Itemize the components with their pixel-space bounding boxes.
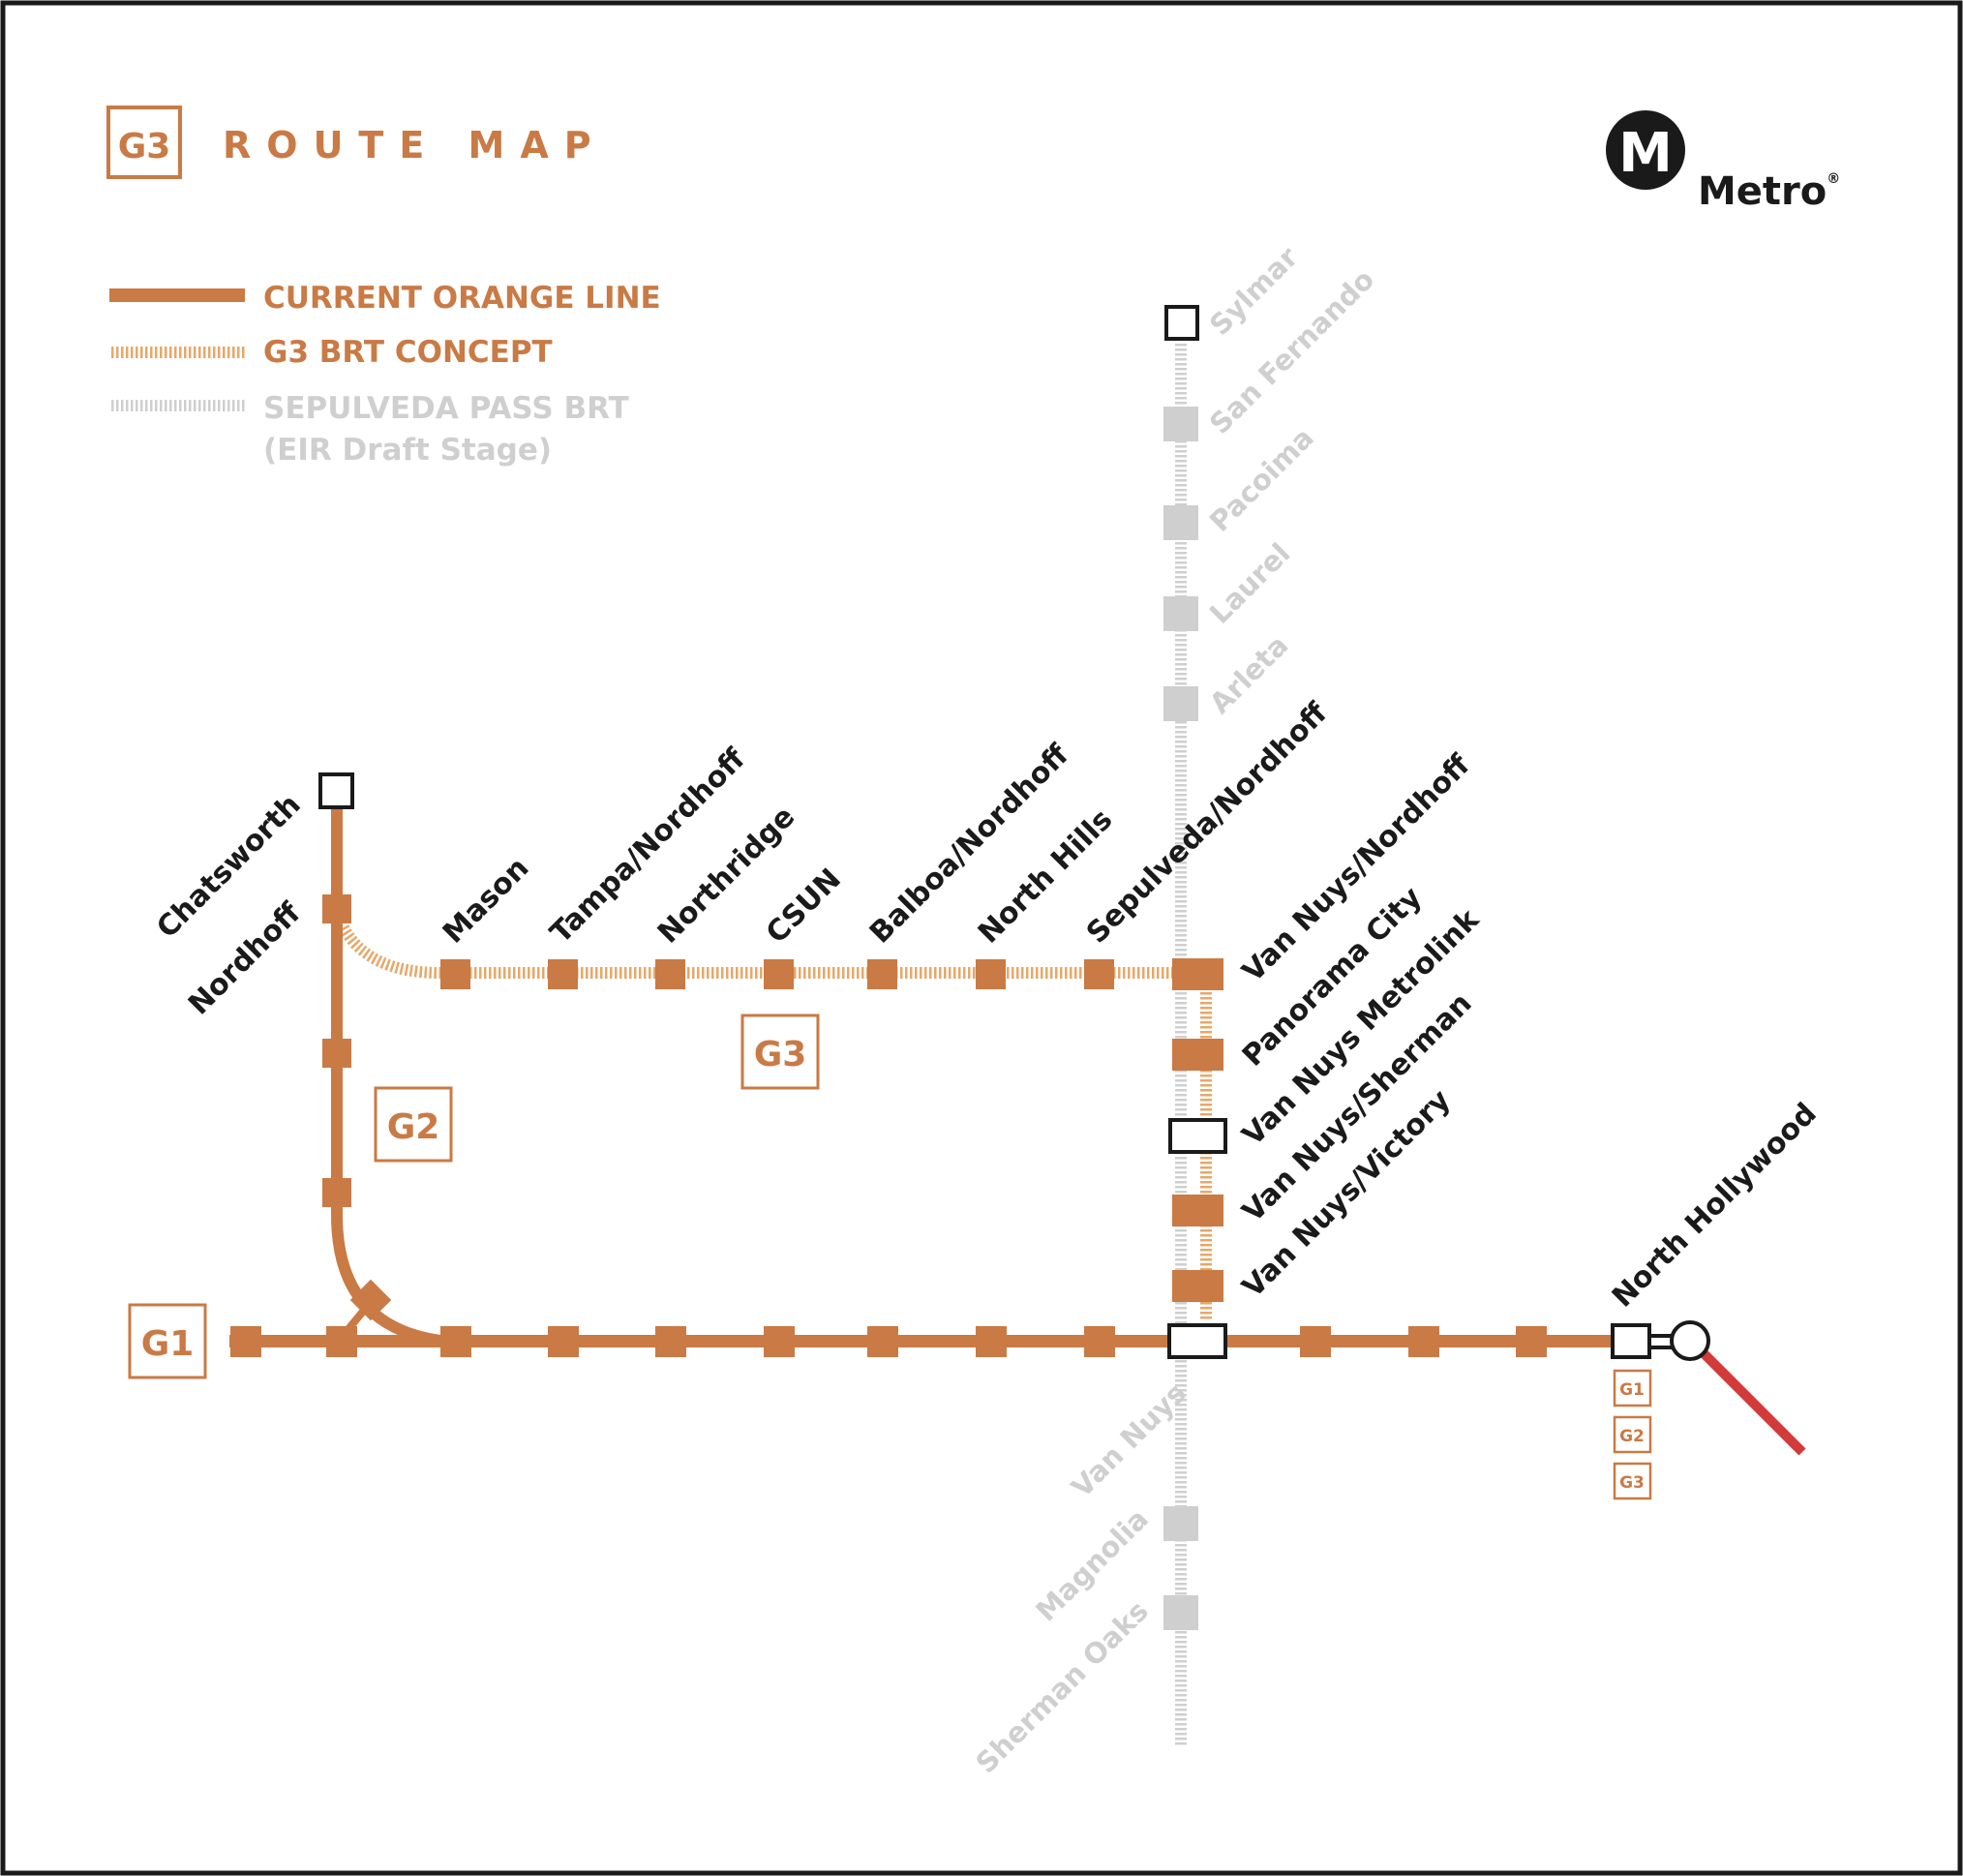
g1-badge-box	[128, 1303, 207, 1379]
g3-curve	[338, 923, 441, 979]
legend-sepulveda-swatch	[109, 400, 245, 411]
station-label-san-fernando: San Fernando	[1203, 263, 1380, 440]
terminal-badge-g2: G2	[1619, 1427, 1645, 1446]
station-marker-northridge	[655, 959, 685, 989]
legend-sepulveda-sublabel: (EIR Draft Stage)	[263, 433, 552, 468]
station-marker	[230, 1326, 261, 1357]
station-marker-nordhoff	[322, 894, 351, 923]
terminal-badge-g1-box	[1613, 1369, 1652, 1407]
station-label-mason: Mason	[437, 851, 535, 950]
g2-badge-box	[374, 1086, 453, 1163]
station-label-laurel: Laurel	[1203, 536, 1297, 630]
station-label-tampa-nordhoff: Tampa/Nordhoff	[544, 741, 752, 950]
station-marker	[764, 1326, 795, 1357]
station-marker	[1408, 1326, 1439, 1357]
terminal-badge-g3: G3	[1619, 1473, 1645, 1493]
station-marker	[349, 1279, 392, 1321]
station-label-arleta: Arleta	[1203, 628, 1295, 720]
station-marker-arleta	[1163, 686, 1198, 721]
page-title: ROUTE MAP	[223, 124, 607, 166]
legend-concept-label: G3 BRT CONCEPT	[263, 335, 553, 370]
transfer-circle	[1670, 1320, 1710, 1361]
station-label-north-hollywood: North Hollywood	[1606, 1097, 1824, 1315]
metro-logo-letter: M	[1618, 122, 1673, 185]
station-marker-sepulveda-nordhoff	[1084, 959, 1114, 989]
station-labels: Chatsworth Nordhoff Mason Tampa/Nordhoff…	[150, 696, 1823, 1315]
sepulveda-line-south	[1175, 1358, 1187, 1745]
g2-line	[331, 794, 441, 1346]
station-marker-van-nuys-metrolink	[1168, 1118, 1227, 1154]
g3-stations	[440, 958, 1227, 1302]
header-badge: G3	[118, 127, 171, 166]
g2-track	[331, 794, 441, 1346]
station-marker	[976, 1326, 1007, 1357]
station-marker-north-hills	[976, 959, 1006, 989]
station-marker-van-nuys-nordhoff	[1172, 958, 1223, 990]
g2-badge: G2	[387, 1107, 440, 1147]
station-marker-van-nuys	[1167, 1323, 1227, 1359]
station-marker-csun	[764, 959, 794, 989]
station-marker-sylmar	[1164, 305, 1199, 341]
station-marker-magnolia	[1163, 1506, 1198, 1541]
station-marker-pacoima	[1163, 505, 1198, 540]
terminal-badge-g3-box	[1613, 1462, 1652, 1500]
station-marker	[326, 1326, 357, 1357]
metro-wordmark: Metro®	[1698, 169, 1840, 214]
legend-concept-swatch	[109, 347, 245, 358]
station-marker	[322, 1178, 351, 1207]
sepulveda-line-north	[1175, 344, 1187, 963]
red-line-connection	[1688, 1338, 1806, 1456]
header-badge-box	[106, 106, 182, 179]
station-marker	[655, 1326, 686, 1357]
station-marker	[1084, 1326, 1115, 1357]
terminal-badge-g2-box	[1613, 1415, 1652, 1454]
station-marker-mason	[440, 959, 470, 989]
terminal-badge-g1: G1	[1619, 1380, 1645, 1400]
station-marker-panorama-city	[1172, 1039, 1223, 1071]
legend: CURRENT ORANGE LINE G3 BRT CONCEPT SEPUL…	[109, 281, 661, 468]
g3-badge: G3	[754, 1035, 807, 1074]
station-label-sherman-oaks: Sherman Oaks	[969, 1594, 1154, 1779]
legend-sepulveda-label: SEPULVEDA PASS BRT	[263, 391, 629, 426]
station-marker-laurel	[1163, 596, 1198, 631]
station-marker-san-fernando	[1163, 407, 1198, 441]
g3-badge-box	[740, 1014, 820, 1090]
station-marker	[1516, 1326, 1547, 1357]
station-label-sylmar: Sylmar	[1203, 240, 1305, 342]
metro-logo: M Metro®	[1606, 110, 1840, 214]
header: G3 ROUTE MAP	[106, 106, 607, 179]
g1-badge: G1	[141, 1324, 195, 1364]
g1-stations	[230, 1320, 1710, 1361]
station-label-balboa-nordhoff: Balboa/Nordhoff	[863, 738, 1076, 951]
sepulveda-line	[1163, 305, 1199, 1745]
g2-stations	[318, 772, 392, 1321]
station-marker	[440, 1326, 471, 1357]
line-badges: G1 G2 G3 G1 G2 G3	[128, 1014, 1652, 1500]
station-marker-sherman-oaks	[1163, 1595, 1198, 1630]
legend-current-swatch	[109, 288, 245, 302]
station-marker-van-nuys-victory	[1172, 1270, 1223, 1302]
station-marker	[548, 1326, 579, 1357]
station-marker-van-nuys-sherman	[1172, 1195, 1223, 1226]
metro-logo-circle	[1606, 110, 1685, 190]
station-label-pacoima: Pacoima	[1203, 421, 1320, 538]
legend-current-label: CURRENT ORANGE LINE	[263, 281, 661, 316]
station-marker-tampa-nordhoff	[548, 959, 578, 989]
station-marker	[1300, 1326, 1331, 1357]
station-marker-balboa-nordhoff	[867, 959, 897, 989]
station-marker	[322, 1039, 351, 1068]
station-label-csun: CSUN	[760, 862, 848, 951]
station-marker-north-hollywood	[1611, 1323, 1651, 1359]
station-marker	[867, 1326, 898, 1357]
station-marker-chatsworth	[318, 772, 354, 809]
station-label-van-nuys: Van Nuys	[1065, 1377, 1193, 1504]
